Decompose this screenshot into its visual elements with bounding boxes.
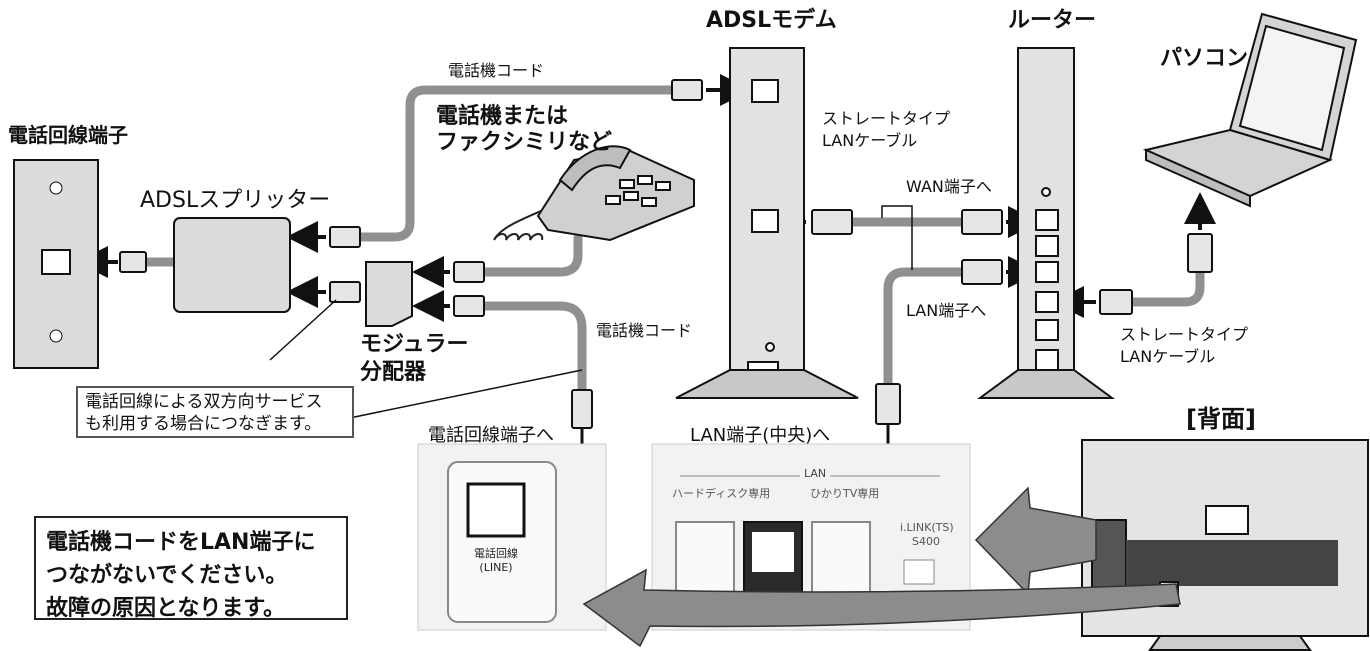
- big-arrow-bottom: [582, 568, 1181, 648]
- warning-line-1: 電話機コードをLAN端子に: [46, 530, 316, 555]
- two-way-service-callout: 電話回線による双方向サービス も利用する場合につなぎます。: [76, 386, 354, 438]
- phone-or-fax-label-2: ファクシミリなど: [436, 130, 613, 155]
- telephone-icon: [536, 145, 695, 242]
- straight-lan-cable-2-line2: LANケーブル: [1120, 347, 1216, 366]
- to-phone-line-jack-label: 電話回線端子へ: [428, 425, 554, 446]
- panel-lan-label: LAN: [800, 467, 831, 481]
- laptop-icon: [1142, 12, 1358, 208]
- modular-splitter-label-2: 分配器: [360, 360, 427, 385]
- cable-router-lan-to-tv: [883, 267, 967, 389]
- wan-port-label: WAN端子へ: [906, 177, 992, 196]
- big-arrows: [582, 486, 1181, 648]
- big-arrow-to-rear: [974, 486, 1097, 596]
- wall-socket-icon: [13, 159, 99, 369]
- straight-lan-cable-1-line1: ストレートタイプ: [822, 109, 951, 128]
- adsl-modem-label: ADSLモデム: [706, 8, 837, 33]
- tv-phone-line-panel: [417, 443, 607, 631]
- phone-cord-label-top: 電話機コード: [448, 61, 545, 80]
- wall-jack-label: 電話回線端子: [8, 123, 128, 147]
- phone-cord-label-mid: 電話機コード: [596, 321, 693, 340]
- cable-router-to-pc: [1125, 268, 1205, 307]
- panel-hikari-label: ひかりTV専用: [810, 487, 880, 500]
- cable-splitter-to-modem: [355, 85, 677, 242]
- modular-splitter-label-1: モジュラー: [360, 332, 469, 357]
- warning-box: 電話機コードをLAN端子に つながないでください。 故障の原因となります。: [34, 516, 348, 621]
- modular-splitter-icon: [365, 261, 413, 327]
- cables: [140, 85, 1205, 395]
- tv-rear-panel-icon: [1081, 439, 1369, 651]
- router-icon: [976, 47, 1116, 399]
- callout-line-1: 電話回線による双方向サービス: [85, 392, 323, 412]
- adsl-splitter-label: ADSLスプリッター: [140, 188, 331, 213]
- cable-modular-to-tv-line: [480, 301, 587, 395]
- panel-phone-line-label: 電話回線: [474, 547, 518, 560]
- panel-ilink-label: i.LINK(TS): [900, 521, 954, 534]
- phone-or-fax-label-1: 電話機または: [436, 104, 569, 129]
- straight-lan-cable-1-line2: LANケーブル: [822, 131, 918, 150]
- cable-phone-to-modular: [480, 233, 583, 277]
- adsl-splitter-icon: [173, 217, 291, 313]
- router-label: ルーター: [1008, 8, 1097, 33]
- pc-label: パソコン: [1160, 46, 1249, 71]
- panel-line-label: (LINE): [479, 561, 513, 574]
- warning-line-2: つながないでください。: [46, 563, 288, 588]
- adsl-modem-icon: [675, 47, 859, 399]
- panel-s400-label: S400: [912, 535, 940, 548]
- straight-lan-cable-2-line1: ストレートタイプ: [1120, 325, 1249, 344]
- rear-view-label: [背面]: [1186, 405, 1256, 433]
- warning-line-3: 故障の原因となります。: [46, 596, 286, 621]
- panel-hdd-label: ハードディスク専用: [672, 487, 771, 500]
- lan-port-label: LAN端子へ: [906, 301, 987, 320]
- plugs: [119, 79, 1213, 429]
- to-lan-center-label: LAN端子(中央)へ: [690, 425, 831, 446]
- callout-line-2: も利用する場合につなぎます。: [85, 414, 322, 435]
